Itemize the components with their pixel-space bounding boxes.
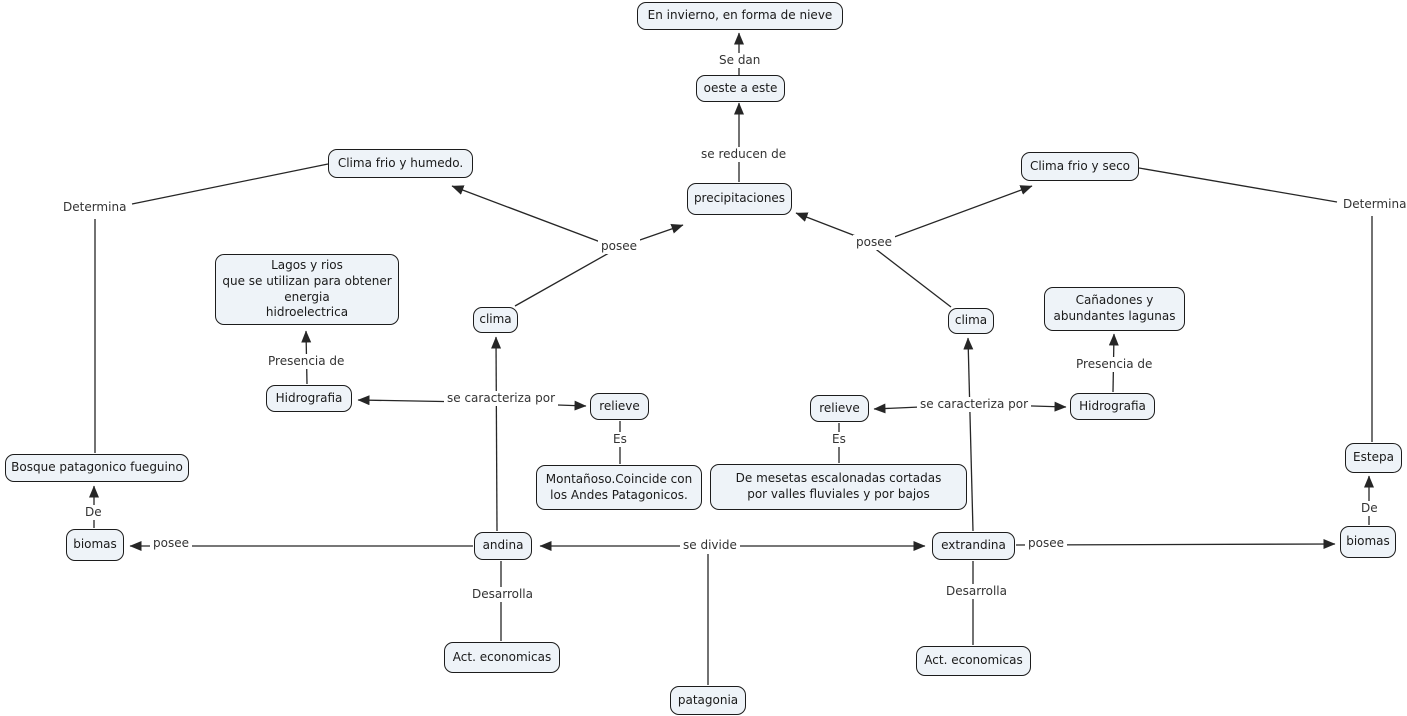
node-act-economicas-der[interactable]: Act. economicas	[916, 646, 1031, 676]
edge-posee-abajo-der	[1015, 539, 1336, 550]
node-patagonia[interactable]: patagonia	[670, 686, 746, 715]
node-oeste-a-este[interactable]: oeste a este	[696, 75, 785, 102]
node-relieve-der[interactable]: relieve	[810, 395, 869, 422]
node-biomas-der[interactable]: biomas	[1340, 526, 1396, 558]
node-hidrografia-izq[interactable]: Hidrografia	[266, 385, 352, 412]
node-bosque-patagonico[interactable]: Bosque patagonico fueguino	[5, 454, 189, 482]
node-act-economicas-izq[interactable]: Act. economicas	[444, 642, 560, 673]
node-clima-frio-humedo[interactable]: Clima frio y humedo.	[328, 149, 473, 178]
edge-label-posee-abajo-izq[interactable]: posee	[150, 536, 192, 551]
edge-label-de-izq[interactable]: De	[82, 505, 105, 520]
node-clima-frio-seco[interactable]: Clima frio y seco	[1021, 152, 1139, 181]
edge-determina-izq	[94, 163, 329, 453]
edge-label-desarrolla-izq[interactable]: Desarrolla	[469, 587, 536, 602]
edge-label-desarrolla-der[interactable]: Desarrolla	[943, 584, 1010, 599]
edge-determina-der	[1138, 167, 1373, 442]
node-hidrografia-der[interactable]: Hidrografia	[1070, 393, 1155, 420]
edge-label-es-der[interactable]: Es	[829, 432, 849, 447]
edge-label-de-der[interactable]: De	[1358, 501, 1381, 516]
edge-extrandina-clima	[963, 337, 974, 532]
node-extrandina[interactable]: extrandina	[932, 532, 1015, 560]
edge-andina-clima	[491, 336, 502, 532]
edge-clima-izq-posee	[451, 185, 684, 307]
node-montanoso[interactable]: Montañoso.Coincide con los Andes Patagon…	[536, 465, 702, 510]
node-estepa[interactable]: Estepa	[1345, 443, 1402, 473]
edge-label-presencia-de-der[interactable]: Presencia de	[1073, 357, 1156, 372]
node-precipitaciones[interactable]: precipitaciones	[687, 183, 792, 215]
edge-clima-der-posee	[795, 185, 1033, 308]
edge-label-presencia-de-izq[interactable]: Presencia de	[265, 354, 348, 369]
node-relieve-izq[interactable]: relieve	[590, 393, 649, 420]
node-andina[interactable]: andina	[474, 532, 532, 560]
edge-label-se-caracteriza-izq[interactable]: se caracteriza por	[444, 391, 558, 406]
edge-label-se-reducen-de[interactable]: se reducen de	[698, 147, 790, 162]
edge-label-posee-arriba-izq[interactable]: posee	[598, 239, 640, 254]
edge-label-se-divide[interactable]: se divide	[680, 538, 740, 553]
edge-label-se-dan[interactable]: Se dan	[716, 53, 764, 68]
edge-label-es-izq[interactable]: Es	[610, 432, 630, 447]
node-lagos-y-rios[interactable]: Lagos y rios que se utilizan para obtene…	[215, 254, 399, 325]
edge-label-posee-arriba-der[interactable]: posee	[853, 235, 895, 250]
node-mesetas[interactable]: De mesetas escalonadas cortadas por vall…	[710, 464, 967, 510]
node-canadones[interactable]: Cañadones y abundantes lagunas	[1044, 287, 1185, 331]
edge-label-determina-der[interactable]: Determina	[1340, 197, 1407, 212]
node-en-invierno-nieve[interactable]: En invierno, en forma de nieve	[637, 2, 843, 30]
node-biomas-izq[interactable]: biomas	[66, 529, 124, 561]
edge-label-determina-izq[interactable]: Determina	[60, 200, 130, 215]
edge-se-divide	[539, 541, 926, 685]
edge-label-posee-abajo-der[interactable]: posee	[1025, 536, 1067, 551]
edge-label-se-caracteriza-der[interactable]: se caracteriza por	[917, 397, 1031, 412]
node-clima-der[interactable]: clima	[948, 308, 994, 334]
node-clima-izq[interactable]: clima	[473, 307, 518, 333]
